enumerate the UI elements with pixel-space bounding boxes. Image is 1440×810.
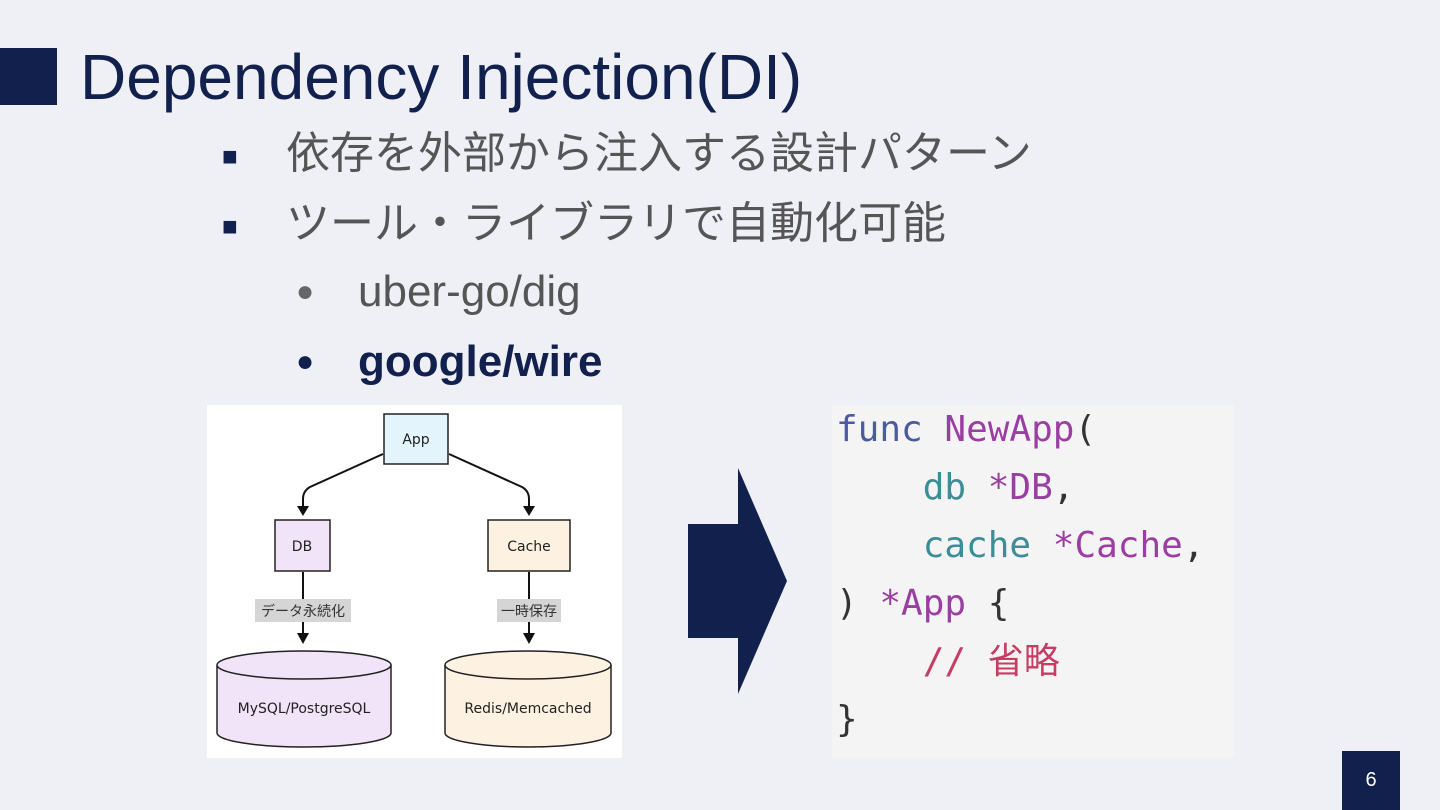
- bullet-2-text: ツール・ライブラリで自動化可能: [286, 199, 946, 248]
- db-node: [274, 519, 331, 572]
- redis-label: Redis/Memcached: [464, 701, 591, 717]
- code-token: [1031, 525, 1053, 566]
- code-token: [836, 467, 923, 508]
- sub-bullet-dig-text: uber-go/dig: [358, 267, 581, 316]
- circle-bullet-icon: ●: [296, 345, 315, 378]
- circle-bullet-icon: ●: [296, 275, 315, 308]
- code-line: db *DB,: [836, 459, 1075, 517]
- arrowhead-icon: [297, 633, 309, 644]
- code-token: ,: [1182, 525, 1205, 566]
- code-token: }: [836, 699, 858, 740]
- code-token: [923, 409, 945, 450]
- cache-node-label: Cache: [507, 539, 551, 555]
- code-token: *App: [879, 583, 967, 624]
- code-token: *Cache: [1052, 525, 1183, 566]
- title-marker: [0, 48, 57, 105]
- code-line: func NewApp(: [836, 401, 1096, 459]
- app-node-label: App: [402, 432, 429, 448]
- slide-title: Dependency Injection(DI): [80, 41, 803, 113]
- code-token: ): [836, 583, 858, 624]
- edge-app-db: [302, 453, 384, 509]
- page-number: 6: [1342, 751, 1400, 810]
- right-arrow-icon: [688, 468, 788, 699]
- cache-node: [487, 519, 571, 572]
- arrowhead-icon: [297, 506, 309, 516]
- db-node-label: DB: [292, 539, 312, 555]
- arrowhead-icon: [523, 506, 535, 516]
- app-node: [383, 413, 449, 465]
- code-token: ,: [1052, 467, 1075, 508]
- code-token: func: [836, 409, 923, 450]
- code-token: {: [966, 583, 1010, 624]
- code-token: db: [922, 467, 967, 508]
- bullet-1-text: 依存を外部から注入する設計パターン: [286, 129, 1032, 178]
- code-token: cache: [922, 525, 1032, 566]
- edge-label-bg: [497, 599, 561, 622]
- mysql-label: MySQL/PostgreSQL: [238, 701, 371, 717]
- code-token: [966, 467, 988, 508]
- code-token: // 省略: [922, 641, 1060, 682]
- arrowhead-icon: [523, 633, 535, 644]
- dependency-diagram: App DB Cache データ永続化 一時保存 MySQL/PostgreSQ…: [207, 405, 622, 758]
- edge-label-temp: 一時保存: [501, 604, 557, 620]
- code-token: [836, 525, 923, 566]
- code-line: // 省略: [836, 633, 1060, 691]
- square-bullet-icon: ■: [222, 141, 238, 171]
- code-line: cache *Cache,: [836, 517, 1205, 575]
- sub-bullet-wire-text: google/wire: [358, 337, 603, 386]
- code-token: [858, 583, 880, 624]
- redis-cylinder: [444, 650, 612, 748]
- code-token: NewApp: [944, 409, 1075, 450]
- edge-app-cache: [448, 453, 530, 509]
- code-line: }: [836, 691, 858, 749]
- code-token: *DB: [987, 467, 1053, 508]
- mysql-cylinder: [216, 650, 392, 748]
- edge-label-persist: データ永続化: [261, 603, 345, 620]
- square-bullet-icon: ■: [222, 211, 238, 241]
- code-token: [836, 641, 923, 682]
- edge-label-bg: [255, 599, 351, 622]
- code-block: func NewApp( db *DB, cache *Cache,) *App…: [832, 405, 1234, 757]
- code-token: (: [1074, 409, 1097, 450]
- code-line: ) *App {: [836, 575, 1009, 633]
